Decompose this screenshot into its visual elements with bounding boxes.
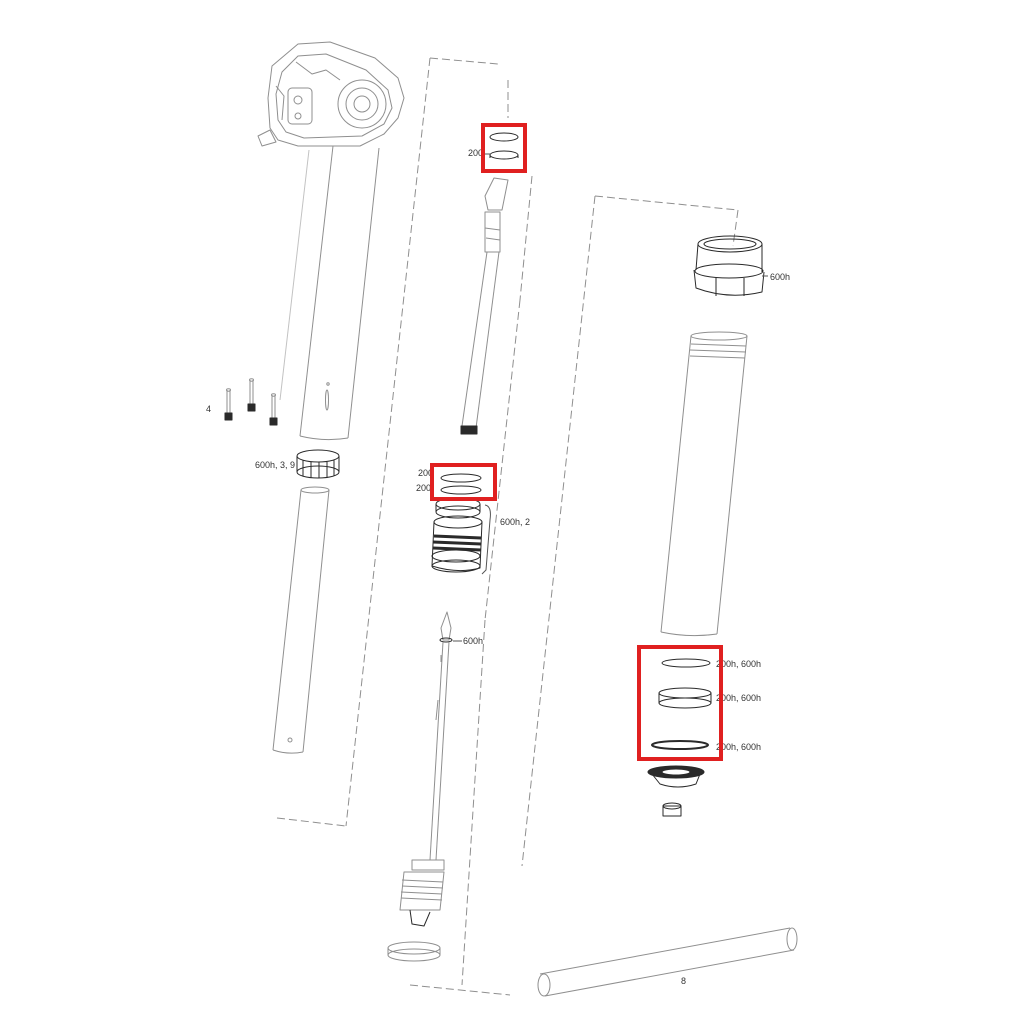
- assembly-boundary-right: [521, 195, 739, 867]
- label-mid-ring-1: 200: [418, 468, 434, 478]
- lower-collar: [296, 449, 340, 479]
- label-bottom-ring-1: 200h, 600h: [716, 659, 762, 669]
- label-mid-ring-2: 200: [416, 483, 432, 493]
- label-bottom-ring-2: 200h, 600h: [716, 693, 762, 703]
- label-cartridge-group: 600h, 2: [500, 517, 531, 527]
- tool-tube: [537, 927, 798, 997]
- pin: [224, 388, 233, 421]
- label-top-rings: 200: [468, 148, 484, 158]
- top-oring-pair: [489, 132, 519, 160]
- lower-inner-tube: [272, 486, 330, 754]
- seal-head-assembly: [431, 497, 483, 573]
- highlight-mid-seal-kit: [430, 463, 497, 501]
- outer-tube: [660, 331, 748, 637]
- top-nut: [693, 235, 765, 296]
- small-nut: [662, 802, 682, 817]
- label-bottom-ring-3: 200h, 600h: [716, 742, 762, 752]
- mid-oring-pair: [440, 473, 482, 495]
- highlight-bottom-seal-kit: [637, 645, 723, 761]
- cartridge-rod: [460, 177, 509, 435]
- upper-post-tube: [279, 145, 380, 441]
- label-rod-oring: 600h: [463, 636, 484, 646]
- label-top-nut: 600h: [770, 272, 791, 282]
- pin: [247, 378, 256, 412]
- assembly-boundary-left: [276, 57, 499, 827]
- cartridge-base: [387, 859, 445, 962]
- label-pins: 4: [206, 404, 212, 414]
- base-plate: [647, 765, 705, 788]
- assembly-boundary-center: [409, 80, 533, 996]
- pin-set: [224, 378, 278, 426]
- actuator-rod: [429, 611, 453, 861]
- label-lower-collar: 600h, 3, 9: [255, 460, 296, 470]
- bottom-seal-parts: [651, 658, 712, 750]
- pin: [269, 393, 278, 426]
- label-tool-tube: 8: [681, 976, 687, 986]
- highlight-top-seal-kit: [481, 123, 527, 173]
- group-bracket: [481, 504, 491, 575]
- saddle-clamp-head: [257, 41, 405, 147]
